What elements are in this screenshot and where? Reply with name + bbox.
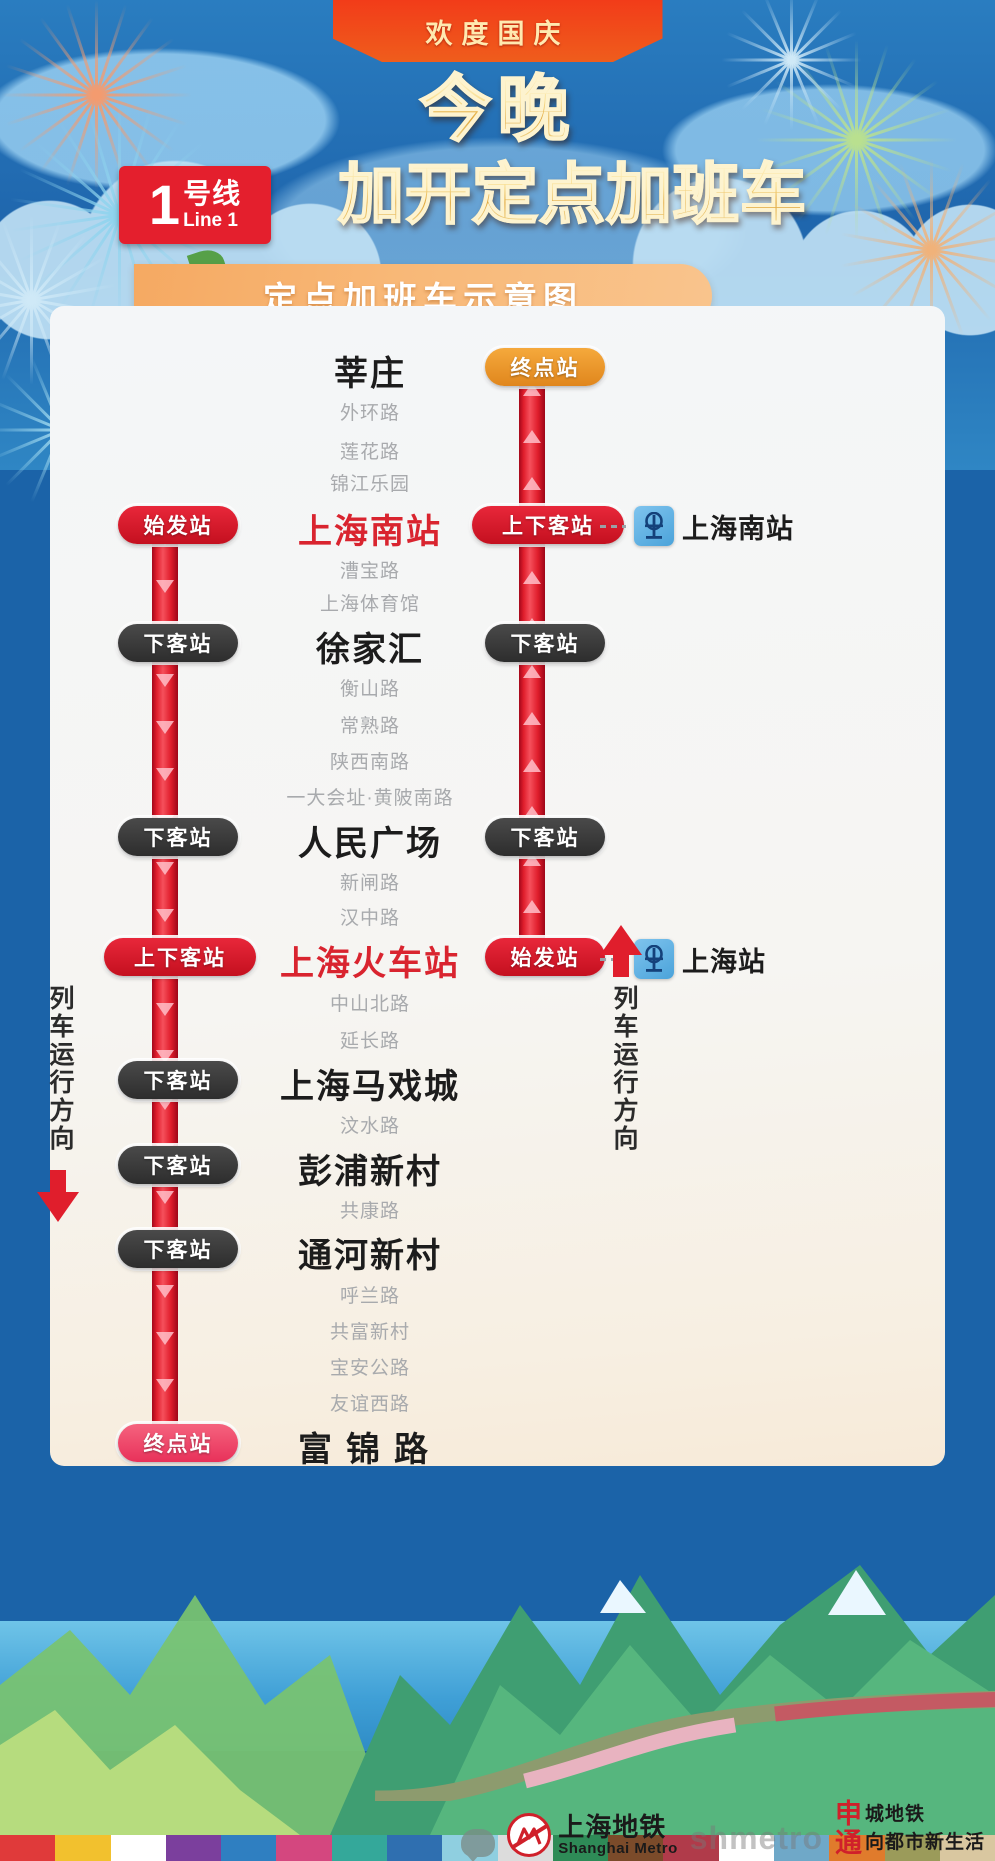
metro-name-cn: 上海地铁 <box>558 1811 667 1842</box>
line-label-en: Line 1 <box>183 210 238 231</box>
headline-tonight: 今晚 <box>0 73 995 147</box>
station-name-minor: 锦江乐园 <box>329 474 410 495</box>
color-ribbon-curve <box>374 1651 995 1808</box>
line-label-cn: 号线 <box>183 178 242 209</box>
station-tag-left: 下客站 <box>118 1230 238 1268</box>
station-name-minor: 新闸路 <box>339 873 400 894</box>
station-name-major: 莘庄 <box>334 355 406 393</box>
station-tag-right: 上下客站 <box>472 506 624 544</box>
slogan-bottom-big: 通 <box>834 1827 862 1858</box>
direction-arrow-left-head <box>37 1192 79 1222</box>
rail-southbound <box>152 511 178 1446</box>
station-tag-left: 下客站 <box>118 624 238 662</box>
route-diagram-panel <box>50 306 945 1466</box>
station-tag-left: 终点站 <box>118 1424 238 1462</box>
station-name-minor: 呼兰路 <box>339 1286 400 1307</box>
station-name-major: 上海马戏城 <box>280 1068 460 1106</box>
shanghai-metro-logo: 上海地铁 Shanghai Metro <box>507 1813 678 1857</box>
headline-extra-trains: 加开定点加班车 <box>0 158 995 230</box>
railway-station-name: 上海南站 <box>682 513 794 544</box>
station-name-minor: 常熟路 <box>339 716 400 737</box>
station-name-minor: 漕宝路 <box>339 561 400 582</box>
direction-arrow-right-head <box>600 925 642 955</box>
station-name-minor: 外环路 <box>339 403 400 424</box>
station-tag-right: 下客站 <box>485 624 605 662</box>
station-name-major: 通河新村 <box>298 1237 442 1275</box>
metro-name-en: Shanghai Metro <box>558 1839 678 1857</box>
station-name-minor: 汶水路 <box>339 1116 400 1137</box>
direction-label-right: 列车运行方向 <box>610 985 638 1153</box>
station-name-minor: 陕西南路 <box>329 752 410 773</box>
slogan-top-big: 申 <box>834 1799 862 1830</box>
color-stripe-bar <box>0 1835 995 1861</box>
footer-logos: 上海地铁 Shanghai Metro shmetro 申 城地铁 通 向都市新… <box>461 1800 985 1861</box>
line-1-badge: 1 号线 Line 1 <box>119 166 271 244</box>
station-name-minor: 延长路 <box>339 1031 400 1052</box>
ribbon-text: 欢度国庆 <box>425 18 570 49</box>
station-tag-left: 上下客站 <box>104 938 256 976</box>
wechat-icon <box>461 1829 496 1861</box>
station-tag-right: 终点站 <box>485 348 605 386</box>
station-tag-right: 下客站 <box>485 818 605 856</box>
station-name-major: 上海南站 <box>298 513 442 551</box>
direction-arrow-right-stem <box>613 953 629 977</box>
bottom-scenery: 上海地铁 Shanghai Metro shmetro 申 城地铁 通 向都市新… <box>0 1431 995 1861</box>
station-name-major: 彭浦新村 <box>298 1153 442 1191</box>
station-tag-left: 下客站 <box>118 818 238 856</box>
station-name-major: 徐家汇 <box>316 631 424 669</box>
direction-label-left: 列车运行方向 <box>46 985 74 1153</box>
railway-station-name: 上海站 <box>682 946 766 977</box>
station-name-minor: 共康路 <box>339 1201 400 1222</box>
station-name-minor: 上海体育馆 <box>319 594 420 615</box>
national-day-ribbon: 欢度国庆 <box>332 0 663 62</box>
station-tag-left: 下客站 <box>118 1146 238 1184</box>
station-name-minor: 衡山路 <box>339 679 400 700</box>
station-name-minor: 中山北路 <box>329 994 410 1015</box>
metro-logo-icon <box>507 1813 552 1857</box>
china-railway-icon <box>634 506 674 546</box>
station-name-minor: 宝安公路 <box>329 1358 410 1379</box>
watermark-text: shmetro <box>689 1820 823 1856</box>
slogan-bottom-small: 向都市新生活 <box>864 1831 985 1853</box>
station-name-major: 富锦路 <box>298 1431 442 1469</box>
station-tag-left: 始发站 <box>118 506 238 544</box>
station-name-minor: 汉中路 <box>339 908 400 929</box>
line-number: 1 <box>148 172 181 236</box>
station-tag-right: 始发站 <box>485 938 605 976</box>
railway-interchange: 上海站 <box>600 939 766 979</box>
metro-slogan: 申 城地铁 通 向都市新生活 <box>835 1800 985 1857</box>
station-name-major: 人民广场 <box>298 825 442 863</box>
station-name-minor: 莲花路 <box>339 442 400 463</box>
dashed-connector <box>600 524 626 528</box>
slogan-top-small: 城地铁 <box>864 1803 925 1825</box>
station-name-minor: 友谊西路 <box>329 1394 410 1415</box>
direction-arrow-left-stem <box>50 1170 66 1194</box>
headline-block: 今晚 加开定点加班车 <box>0 73 995 230</box>
station-name-minor: 一大会址·黄陂南路 <box>286 788 454 809</box>
station-name-minor: 共富新村 <box>329 1322 410 1343</box>
railway-interchange: 上海南站 <box>600 506 794 546</box>
mountain-range <box>0 1535 995 1835</box>
station-tag-left: 下客站 <box>118 1061 238 1099</box>
station-name-major: 上海火车站 <box>280 945 460 983</box>
